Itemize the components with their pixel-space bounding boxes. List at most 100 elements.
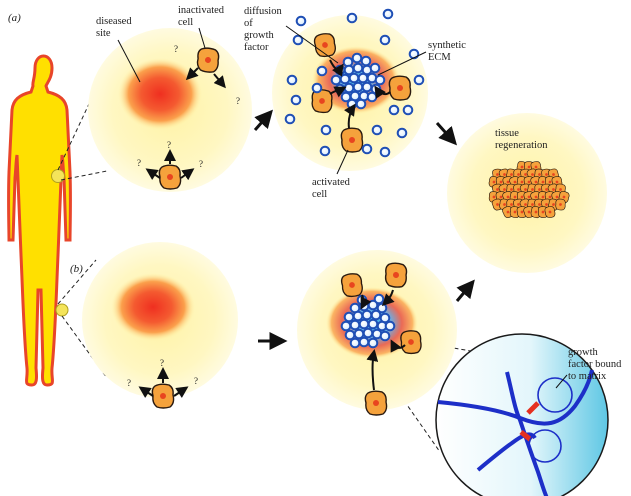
question-mark: ? <box>167 140 171 150</box>
diseased-region <box>118 58 202 130</box>
question-mark: ? <box>199 159 203 169</box>
activated-cell-leader <box>336 149 349 175</box>
ecm-bound-gf <box>355 98 367 110</box>
gf-bound-label: growth factor bound to matrix <box>568 347 624 382</box>
matrix-bound-gf <box>358 336 370 348</box>
diseased-site-label: diseased site <box>96 16 134 39</box>
ecm-bound-gf <box>343 64 355 76</box>
tissue-cell <box>544 205 556 219</box>
synthetic-ecm-leader <box>377 51 427 76</box>
diffused-gf <box>346 12 358 24</box>
matrix-bound-gf <box>384 320 396 332</box>
migration-arrow <box>390 339 406 353</box>
inactivated-cell-leader <box>198 27 206 49</box>
diffused-gf <box>295 15 307 27</box>
cell <box>340 272 364 298</box>
bound-gf-zoom-1 <box>537 377 573 413</box>
diffused-gf <box>284 113 296 125</box>
diseased-site-circle-b <box>82 242 238 398</box>
diffused-gf <box>402 104 414 116</box>
question-mark: ? <box>127 378 131 388</box>
ecm-bound-gf <box>352 62 364 74</box>
cell-arrow <box>145 168 161 180</box>
matrix-bound-gf <box>344 329 356 341</box>
question-mark: ? <box>160 358 164 368</box>
diseased-site-leader <box>117 39 141 83</box>
ecm-bound-gf <box>330 74 342 86</box>
diffused-gf <box>316 65 328 77</box>
matrix-bound-gf <box>361 309 373 321</box>
matrix-bound-gf <box>367 337 379 349</box>
panel-a-label: (a) <box>8 12 21 24</box>
inactivated-cell-bottom <box>158 164 182 190</box>
ecm-bound-gf <box>339 73 351 85</box>
site-marker-a <box>51 169 65 183</box>
matrix-bound-gf <box>367 318 379 330</box>
matrix-bound-gf <box>340 320 352 332</box>
cell-arrow <box>185 67 199 81</box>
diffused-gf <box>286 74 298 86</box>
tissue-regeneration-label: tissue regeneration <box>495 128 548 151</box>
cell-arrow <box>138 386 154 398</box>
diffused-gf <box>319 145 331 157</box>
question-mark: ? <box>174 44 178 54</box>
ecm-bound-gf <box>343 82 355 94</box>
diffused-gf <box>388 104 400 116</box>
ecm-bound-gf <box>361 81 373 93</box>
synthetic-ecm-label: synthetic ECM <box>428 40 469 63</box>
migration-arrow <box>360 294 372 310</box>
diffused-gf <box>396 127 408 139</box>
cell <box>310 88 334 114</box>
diffused-gf <box>382 8 394 20</box>
question-mark: ? <box>137 158 141 168</box>
cell <box>383 261 409 289</box>
diffused-gf <box>408 48 420 60</box>
cell-arrow <box>173 386 189 398</box>
ecm-bound-gf <box>351 52 363 64</box>
ecm-bound-gf <box>360 55 372 67</box>
tissue-cell <box>554 198 567 211</box>
process-arrows <box>253 109 475 350</box>
cell <box>400 330 422 355</box>
migration-arrow <box>329 86 347 98</box>
cell-arrows-layer <box>138 59 406 398</box>
panel-b-label: (b) <box>70 263 83 275</box>
matrix-zoom-circle <box>435 333 609 496</box>
matrix-bound-gf <box>349 337 361 349</box>
inactivated-cell-top <box>195 46 221 75</box>
matrix-bound-gf <box>379 330 391 342</box>
migration-arrow <box>381 289 395 307</box>
ecm-bound-gf <box>357 72 369 84</box>
activated-cell-b <box>364 390 388 416</box>
inactivated-cell-label: inactivated cell <box>178 5 227 28</box>
inactivated-cell-b <box>151 383 175 409</box>
diffused-gf <box>292 34 304 46</box>
diffused-gf <box>379 34 391 46</box>
cell-arrow <box>180 168 195 181</box>
cell-arrow <box>213 73 226 89</box>
ecm-bound-gf <box>348 72 360 84</box>
migration-arrow <box>344 103 356 129</box>
matrix-bound-gf <box>358 318 370 330</box>
activated-cell <box>340 127 364 153</box>
ecm-bound-gf <box>369 62 381 74</box>
activated-cell-label: activated cell <box>312 177 353 200</box>
question-mark: ? <box>236 96 240 106</box>
gf-bound-leader <box>555 374 568 389</box>
matrix-bound-gf <box>373 293 385 305</box>
site-marker-b <box>55 303 69 317</box>
matrix-bound-gf <box>343 311 355 323</box>
cell <box>388 75 412 101</box>
ecm-bound-gf <box>366 91 378 103</box>
diffused-gf <box>413 74 425 86</box>
diffusion-leader <box>285 25 339 64</box>
matrix-bound-gf <box>362 327 374 339</box>
migration-arrow <box>366 349 379 391</box>
migration-arrow <box>329 59 344 77</box>
human-figure <box>7 54 72 387</box>
bound-gf-zoom-2 <box>528 429 562 463</box>
diffused-gf <box>361 143 373 155</box>
migration-arrow <box>374 85 391 99</box>
ecm-bound-gf <box>346 98 358 110</box>
